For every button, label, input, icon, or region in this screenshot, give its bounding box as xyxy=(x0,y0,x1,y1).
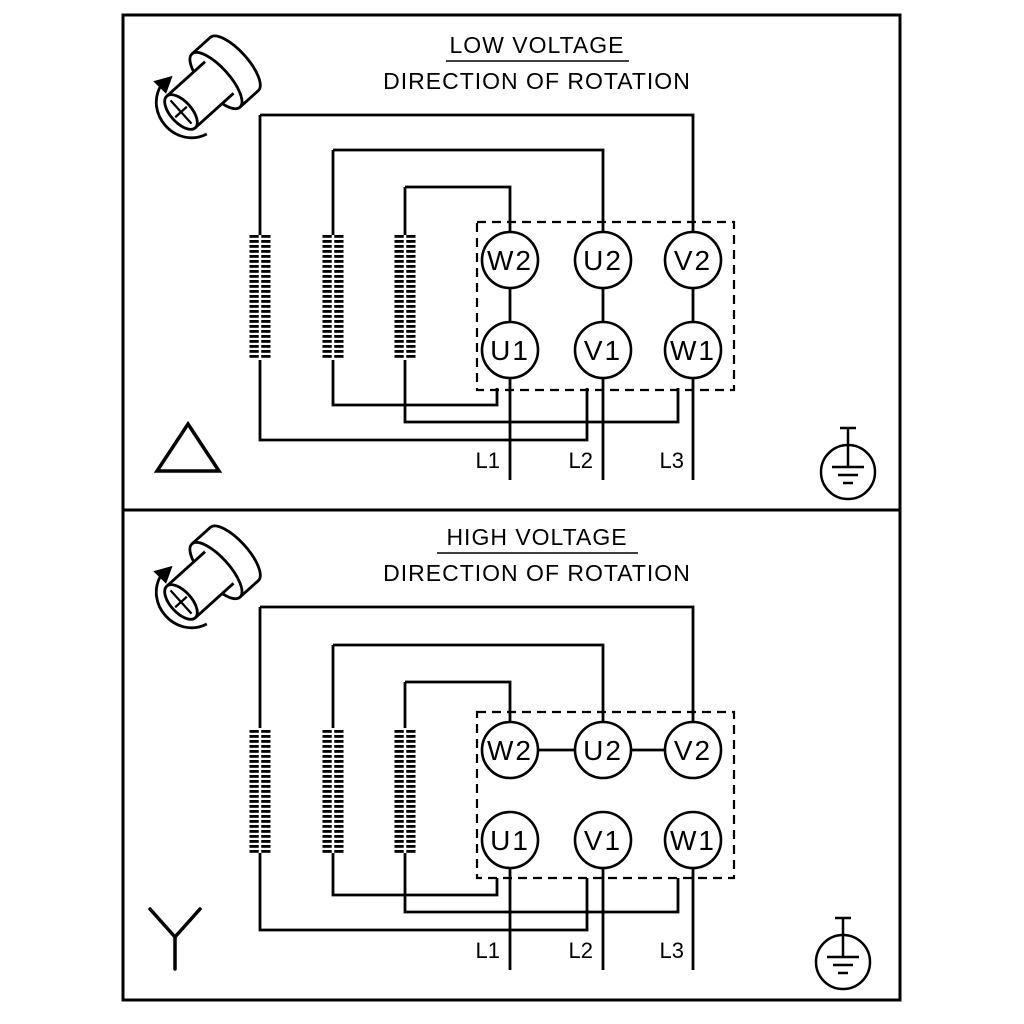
terminal-circle xyxy=(480,320,540,380)
supply-label-l1: L1 xyxy=(476,938,500,963)
stator-windings xyxy=(249,235,416,360)
terminal-v1: V1 xyxy=(573,810,633,870)
terminal-circle xyxy=(480,720,540,780)
supply-lines xyxy=(508,868,695,970)
terminal-circle xyxy=(573,320,633,380)
terminal-u1: U1 xyxy=(480,320,540,380)
stator-windings xyxy=(249,728,416,853)
supply-label-l3: L3 xyxy=(660,938,684,963)
terminal-circle xyxy=(663,230,723,290)
terminal-circle xyxy=(663,720,723,780)
terminal-u2: U2 xyxy=(573,720,633,780)
terminal-label: W1 xyxy=(670,335,716,366)
terminal-circle xyxy=(573,720,633,780)
terminal-v1: V1 xyxy=(573,320,633,380)
terminal-box xyxy=(475,220,736,392)
terminal-label: U2 xyxy=(583,735,623,766)
terminal-u1: U1 xyxy=(480,810,540,870)
terminal-label: U2 xyxy=(583,245,623,276)
terminal-v2: V2 xyxy=(663,230,723,290)
terminal-w2: W2 xyxy=(480,720,540,780)
supply-label-l2: L2 xyxy=(569,448,593,473)
winding-to-terminal-wires xyxy=(258,113,695,235)
terminal-circle xyxy=(480,810,540,870)
terminal-circle xyxy=(663,810,723,870)
terminal-label: W1 xyxy=(670,825,716,856)
supply-lines xyxy=(508,378,695,480)
terminal-w1: W1 xyxy=(663,320,723,380)
delta-symbol-icon xyxy=(153,420,223,473)
terminal-box xyxy=(475,710,736,880)
supply-label-l2: L2 xyxy=(569,938,593,963)
terminal-label: V2 xyxy=(674,735,712,766)
terminal-label: V1 xyxy=(584,335,622,366)
winding-to-terminal-wires xyxy=(258,605,695,728)
terminal-circle xyxy=(663,320,723,380)
terminal-label: V1 xyxy=(584,825,622,856)
supply-label-l3: L3 xyxy=(660,448,684,473)
terminal-w2: W2 xyxy=(480,230,540,290)
terminal-label: W2 xyxy=(487,245,533,276)
terminal-label: W2 xyxy=(487,735,533,766)
terminal-circle xyxy=(480,230,540,290)
terminal-circle xyxy=(573,230,633,290)
winding-return-wires xyxy=(258,853,680,932)
panel-title: LOW VOLTAGE xyxy=(449,32,624,58)
panel-frame xyxy=(121,508,902,1002)
panel-high-voltage: HIGH VOLTAGE DIRECTION OF ROTATION W2 U2 xyxy=(121,508,902,1002)
star-symbol-icon xyxy=(148,907,202,971)
terminal-circle xyxy=(573,810,633,870)
terminal-w1: W1 xyxy=(663,810,723,870)
panel-title: HIGH VOLTAGE xyxy=(446,524,627,550)
panel-subtitle: DIRECTION OF ROTATION xyxy=(383,560,691,586)
terminal-label: V2 xyxy=(674,245,712,276)
terminal-v2: V2 xyxy=(663,720,723,780)
terminal-u2: U2 xyxy=(573,230,633,290)
supply-label-l1: L1 xyxy=(476,448,500,473)
terminal-label: U1 xyxy=(490,825,530,856)
terminal-label: U1 xyxy=(490,335,530,366)
winding-return-wires xyxy=(258,360,680,442)
delta-jumper-links xyxy=(508,288,695,322)
panel-low-voltage: LOW VOLTAGE DIRECTION OF ROTATION W2 U2 xyxy=(121,13,902,512)
panel-subtitle: DIRECTION OF ROTATION xyxy=(383,68,691,94)
